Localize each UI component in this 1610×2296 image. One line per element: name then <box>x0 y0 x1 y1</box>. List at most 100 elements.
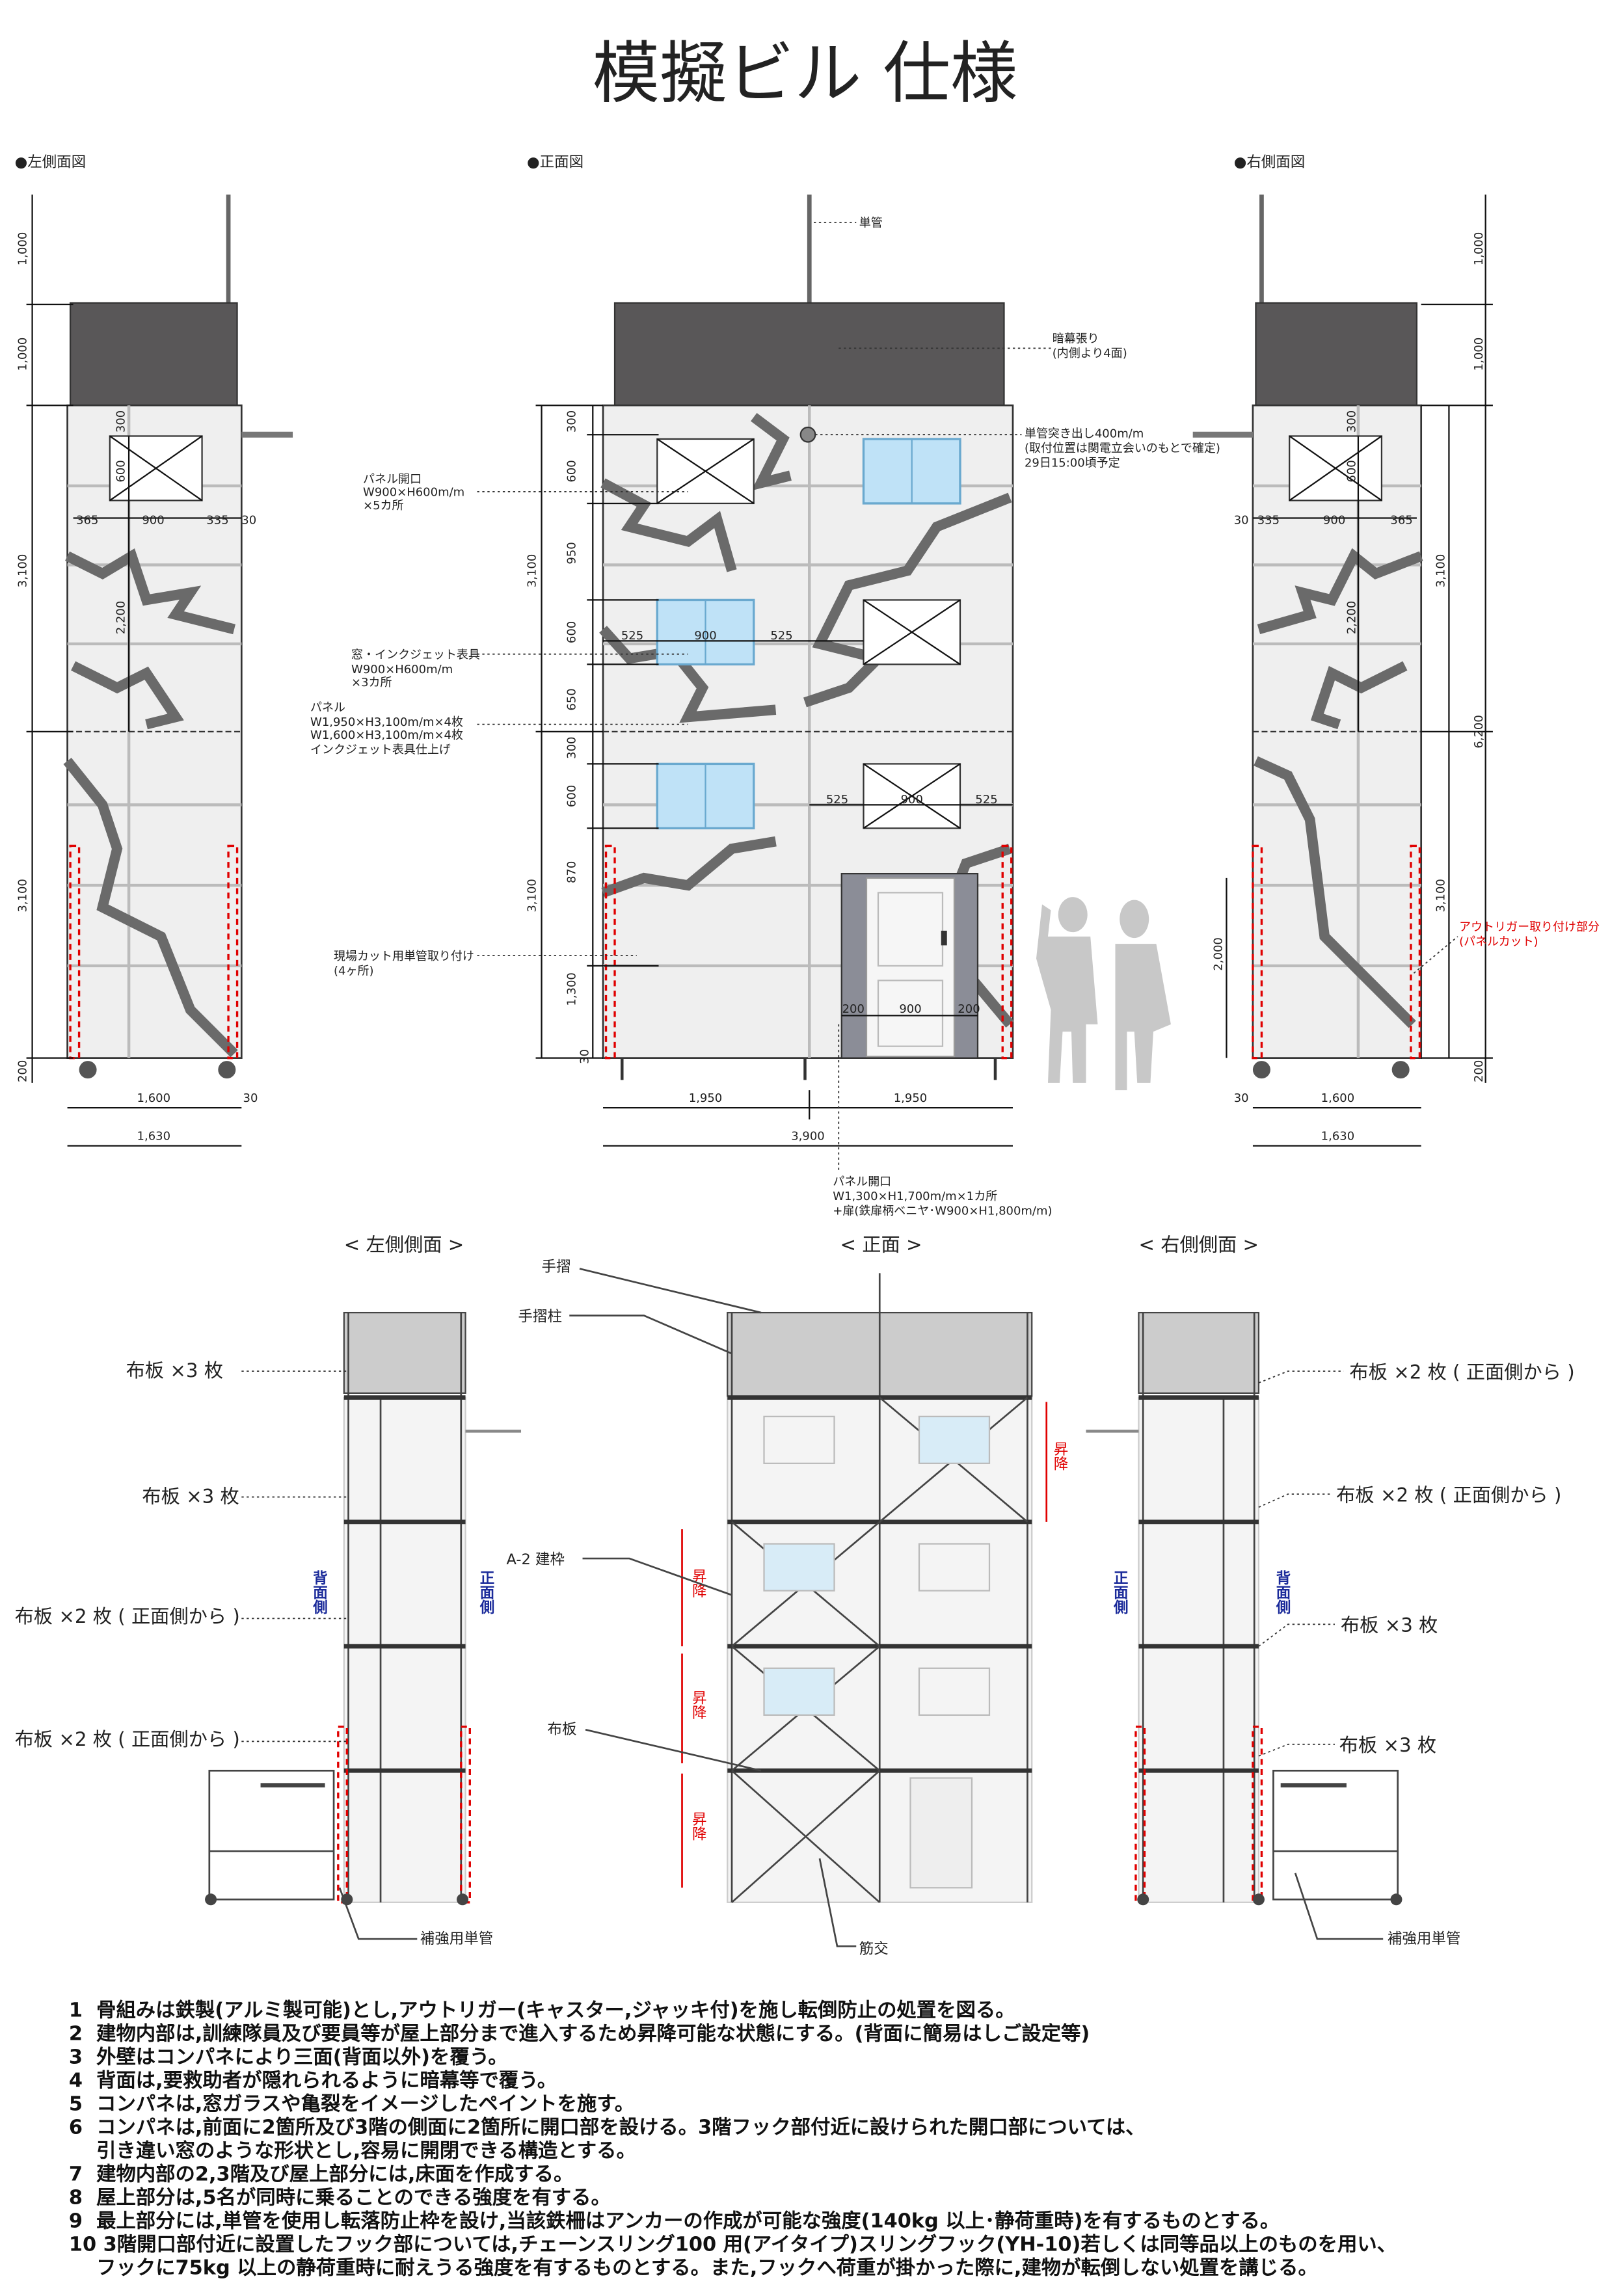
left-view-label: ●左側面図 <box>15 154 87 170</box>
note-line: 1 骨組みは鉄製(アルミ製可能)とし,アウトリガー(キャスター,ジャッキ付)を施… <box>69 1998 1015 2022</box>
note-line: 10 3階開口部付近に設置したフック部については,チェーンスリング100 用(ア… <box>69 2232 1397 2256</box>
dim: 300 <box>1345 410 1358 433</box>
board-label: 布板 <box>548 1721 577 1738</box>
spec-notes: 1 骨組みは鉄製(アルミ製可能)とし,アウトリガー(キャスター,ジャッキ付)を施… <box>69 1998 1397 2279</box>
dim: 3,900 <box>791 1130 825 1143</box>
dim: 600 <box>114 460 127 482</box>
dim: 30 <box>578 1049 592 1064</box>
dim: 2,200 <box>1345 601 1358 635</box>
callout-tankan: 単管 <box>859 217 883 230</box>
board-label: 布板 ×2 枚 ( 正面側から ) <box>15 1728 240 1750</box>
front-side-label: 正面側 <box>1111 1570 1129 1615</box>
note-line: 6 コンパネは,前面に2箇所及び3階の側面に2箇所に開口部を設ける。3階フック部… <box>69 2115 1146 2139</box>
callout-pipe-protrusion: 単管突き出し400m/m <box>1025 427 1144 441</box>
dim: 525 <box>770 629 792 643</box>
dim: 525 <box>826 793 848 807</box>
dim: 1,950 <box>894 1091 928 1105</box>
page-title: 模擬ビル 仕様 <box>593 34 1018 113</box>
dim: 3,100 <box>16 879 30 913</box>
people-silhouette <box>1036 897 1171 1091</box>
front-elevation: 300 600 950 600 650 300 600 870 1,300 3,… <box>310 194 1220 1218</box>
front-view-label: ●正面図 <box>527 154 584 170</box>
dim: 600 <box>565 621 578 643</box>
dim: 365 <box>76 513 98 527</box>
note-line: 2 建物内部は,訓練隊員及び要員等が屋上部分まで進入するため昇降可能な状態にする… <box>69 2022 1090 2045</box>
dim: 950 <box>565 542 578 564</box>
frame-label: A-2 建枠 <box>507 1551 565 1568</box>
dim: 1,950 <box>689 1091 723 1105</box>
note-line: 7 建物内部の2,3階及び屋上部分には,床面を作成する。 <box>69 2163 573 2185</box>
dim: 30 <box>243 1091 258 1105</box>
board-label: 布板 ×2 枚 ( 正面側から ) <box>1336 1484 1561 1506</box>
dim: 650 <box>565 688 578 710</box>
dim: 900 <box>899 1002 921 1016</box>
dim: 300 <box>114 410 127 433</box>
dim: 900 <box>142 513 164 527</box>
callout-panel-opening-size: W900×H600m/m <box>363 486 464 500</box>
dim: 1,000 <box>16 338 30 371</box>
dim: 200 <box>842 1002 865 1016</box>
note-line: 5 コンパネは,窓ガラスや亀裂をイメージしたペイントを施す。 <box>69 2092 634 2115</box>
handrail-post-label: 手摺柱 <box>518 1309 562 1326</box>
right-view-label: ●右側面図 <box>1234 154 1306 170</box>
scaffold-right-title: < 右側側面 > <box>1138 1234 1259 1256</box>
reinforce-pipe-label: 補強用単管 <box>1388 1930 1460 1947</box>
dim: 335 <box>206 513 228 527</box>
dim: 525 <box>975 793 997 807</box>
board-label: 布板 ×3 枚 <box>126 1359 223 1382</box>
board-label: 布板 ×2 枚 ( 正面側から ) <box>1349 1361 1574 1383</box>
callout-panel-size2: W1,600×H3,100m/m×4枚 <box>310 728 463 742</box>
dim: 1,630 <box>1321 1130 1355 1143</box>
callout-panel: パネル <box>310 701 345 714</box>
updown-label: 昇降 <box>690 1811 706 1841</box>
callout-outrigger-sub: (パネルカット) <box>1459 935 1538 948</box>
dim: 365 <box>1390 513 1412 527</box>
dim: 1,000 <box>16 232 30 265</box>
dim: 900 <box>901 793 923 807</box>
dim: 1,000 <box>1472 338 1486 371</box>
dim: 1,600 <box>1321 1091 1355 1105</box>
dim: 3,100 <box>1434 554 1448 588</box>
left-elevation: 1,000 1,000 3,100 3,100 200 300 600 2,20… <box>16 194 293 1147</box>
callout-pipe-protrusion-date: 29日15:00頃予定 <box>1025 457 1120 470</box>
front-side-label: 正面側 <box>477 1570 495 1615</box>
dim: 600 <box>565 460 578 482</box>
dim: 600 <box>1345 460 1358 482</box>
dim: 1,600 <box>137 1091 171 1105</box>
callout-panel-opening-count: ×5カ所 <box>363 499 403 513</box>
dim: 300 <box>565 410 578 433</box>
board-label: 布板 ×3 枚 <box>1339 1734 1436 1756</box>
dim: 30 <box>241 513 256 527</box>
dim: 30 <box>1234 1091 1249 1105</box>
note-line: フックに75kg 以上の静荷重時に耐えうる強度を有するものとする。また,フックへ… <box>69 2256 1318 2279</box>
dim: 6,200 <box>1472 715 1486 749</box>
callout-panel-opening: パネル開口 <box>363 472 422 486</box>
dim: 1,000 <box>1472 232 1486 265</box>
dim: 3,100 <box>526 554 539 588</box>
dim: 900 <box>694 629 716 643</box>
brace-label: 筋交 <box>859 1941 889 1958</box>
board-label: 布板 ×3 枚 <box>1341 1614 1438 1636</box>
note-line: 3 外壁はコンパネにより三面(背面以外)を覆う。 <box>69 2046 508 2068</box>
dim: 200 <box>16 1060 30 1082</box>
scaffold-left: < 左側側面 > 背面側 正面側 布板 ×3 枚 布板 ×3 枚 布板 ×2 枚… <box>15 1234 522 1947</box>
callout-cut-pipe-count: (4ヶ所) <box>334 964 373 978</box>
dim: 200 <box>1472 1060 1486 1082</box>
dim: 1,630 <box>137 1130 171 1143</box>
dim: 2,000 <box>1212 937 1226 971</box>
callout-pipe-protrusion-note: (取付位置は関電立会いのもとで確定) <box>1025 442 1220 455</box>
back-side-label: 背面側 <box>1274 1570 1291 1615</box>
callout-panel-size1: W1,950×H3,100m/m×4枚 <box>310 715 463 729</box>
dim: 335 <box>1257 513 1280 527</box>
callout-outrigger: アウトリガー取り付け部分 <box>1459 920 1600 934</box>
callout-cut-pipe: 現場カット用単管取り付け <box>334 950 474 963</box>
dim: 200 <box>958 1002 980 1016</box>
note-line: 4 背面は,要救助者が隠れられるように暗幕等で覆う。 <box>69 2068 557 2092</box>
callout-door-detail: +扉(鉄扉柄ベニヤ･W900×H1,800m/m) <box>833 1204 1052 1218</box>
board-label: 布板 ×2 枚 ( 正面側から ) <box>15 1605 240 1627</box>
dim: 600 <box>565 785 578 807</box>
callout-window: 窓・インクジェット表具 <box>351 648 480 661</box>
note-line: 9 最上部分には,単管を使用し転落防止枠を設け,当該鉄柵はアンカーの作成が可能な… <box>69 2209 1280 2232</box>
dim: 525 <box>621 629 643 643</box>
